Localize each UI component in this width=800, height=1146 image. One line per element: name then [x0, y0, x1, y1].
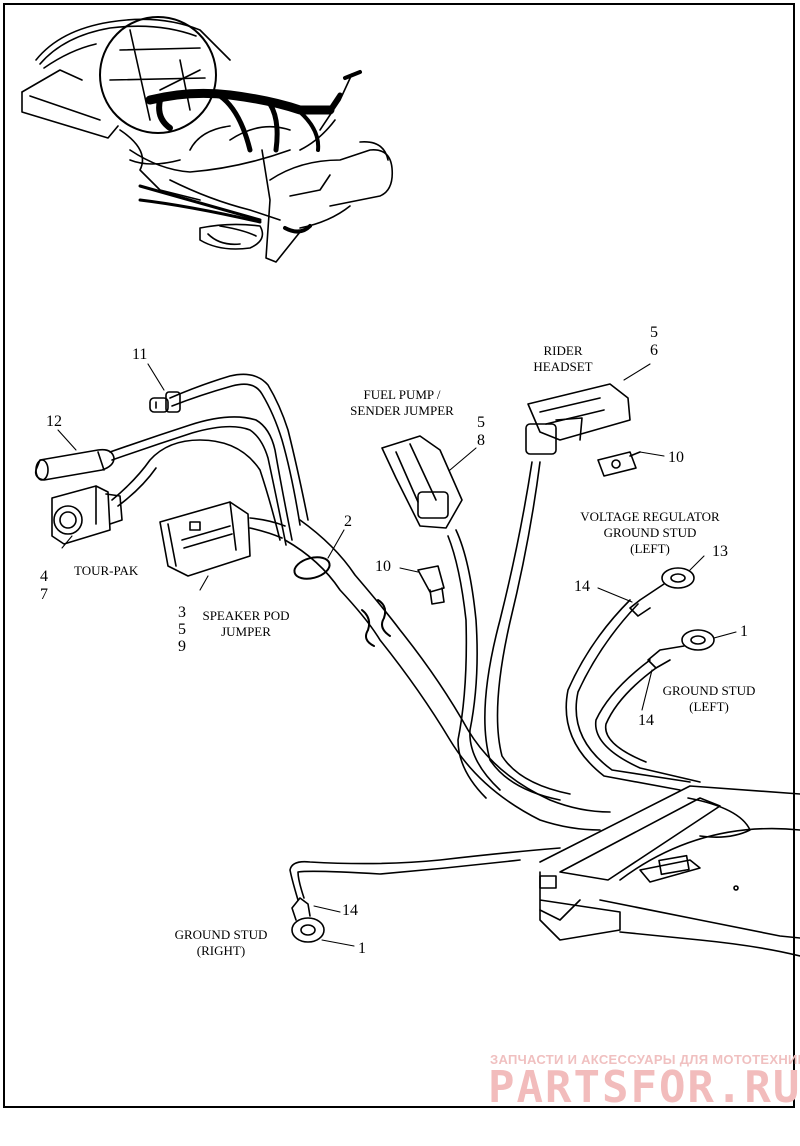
- watermark-logo: PARTSFOR.RU: [488, 1062, 800, 1113]
- callout-11: 11: [132, 346, 148, 363]
- voltage-regulator-label-line3: (LEFT): [630, 541, 670, 556]
- ground-stud-left-label: GROUND STUD (LEFT): [654, 683, 764, 715]
- callout-5-headset: 5: [650, 324, 658, 341]
- part-2-cable-tie: [293, 556, 331, 580]
- rider-headset-label-line1: RIDER: [543, 343, 583, 358]
- voltage-regulator-label: VOLTAGE REGULATOR GROUND STUD (LEFT): [570, 509, 730, 557]
- callout-5-fuel: 5: [477, 414, 485, 431]
- callout-13: 13: [712, 543, 728, 560]
- voltage-regulator-label-line1: VOLTAGE REGULATOR: [580, 509, 720, 524]
- fuel-pump-label-line1: FUEL PUMP /: [363, 387, 441, 402]
- harness-base-module: [539, 785, 800, 957]
- callout-7: 7: [40, 586, 48, 603]
- fuel-pump-label-line2: SENDER JUMPER: [350, 403, 454, 418]
- callout-9: 9: [178, 638, 186, 655]
- voltage-regulator-label-line2: GROUND STUD: [603, 525, 697, 540]
- callout-14-c: 14: [342, 902, 358, 919]
- rider-headset-connector: [525, 383, 631, 455]
- callout-1-left: 1: [740, 623, 748, 640]
- callout-6: 6: [650, 342, 658, 359]
- speaker-pod-connector: [159, 501, 251, 577]
- ground-stud-right-label-line2: (RIGHT): [196, 943, 246, 958]
- leader-lines: [57, 363, 737, 947]
- callout-14-b: 14: [638, 712, 654, 729]
- fuel-pump-connector: [381, 435, 463, 529]
- part-12-connector: [34, 448, 115, 481]
- callout-2: 2: [344, 513, 352, 530]
- ground-stud-left-label-line1: GROUND STUD: [662, 683, 756, 698]
- ground-stud-right-label: GROUND STUD (RIGHT): [166, 927, 276, 959]
- part-10-terminal-b: [597, 451, 641, 477]
- speaker-pod-label: SPEAKER POD JUMPER: [194, 608, 298, 640]
- callout-4: 4: [40, 568, 48, 585]
- callout-1-right: 1: [358, 940, 366, 957]
- callout-10-a: 10: [375, 558, 391, 575]
- speaker-pod-label-line1: SPEAKER POD: [202, 608, 290, 623]
- callout-5-speaker: 5: [178, 621, 186, 638]
- callout-10-b: 10: [668, 449, 684, 466]
- tour-pak-label: TOUR-PAK: [74, 563, 139, 578]
- fuel-pump-label: FUEL PUMP / SENDER JUMPER: [340, 387, 464, 419]
- speaker-pod-label-line2: JUMPER: [221, 624, 271, 639]
- part-10-terminal-a: [417, 565, 445, 605]
- watermark-tagline: ЗАПЧАСТИ И АКСЕССУАРЫ ДЛЯ МОТОТЕХНИКИ: [490, 1052, 800, 1067]
- tour-pak-connector: [51, 485, 123, 545]
- part-11-connector: [149, 391, 181, 413]
- ring-terminal-1-right: [291, 897, 325, 943]
- frame-overview-drawing: [21, 16, 394, 263]
- ground-stud-right-label-line1: GROUND STUD: [174, 927, 268, 942]
- callout-14-a: 14: [574, 578, 590, 595]
- ring-terminal-1-left: [647, 629, 715, 669]
- ring-terminal-13: [629, 567, 695, 617]
- ground-stud-left-label-line2: (LEFT): [689, 699, 729, 714]
- callout-12: 12: [46, 413, 62, 430]
- rider-headset-label-line2: HEADSET: [533, 359, 593, 374]
- callout-3: 3: [178, 604, 186, 621]
- harness-wires: [109, 373, 701, 901]
- diagram-frame: [3, 3, 795, 1108]
- callout-8: 8: [477, 432, 485, 449]
- rider-headset-label: RIDER HEADSET: [528, 343, 598, 375]
